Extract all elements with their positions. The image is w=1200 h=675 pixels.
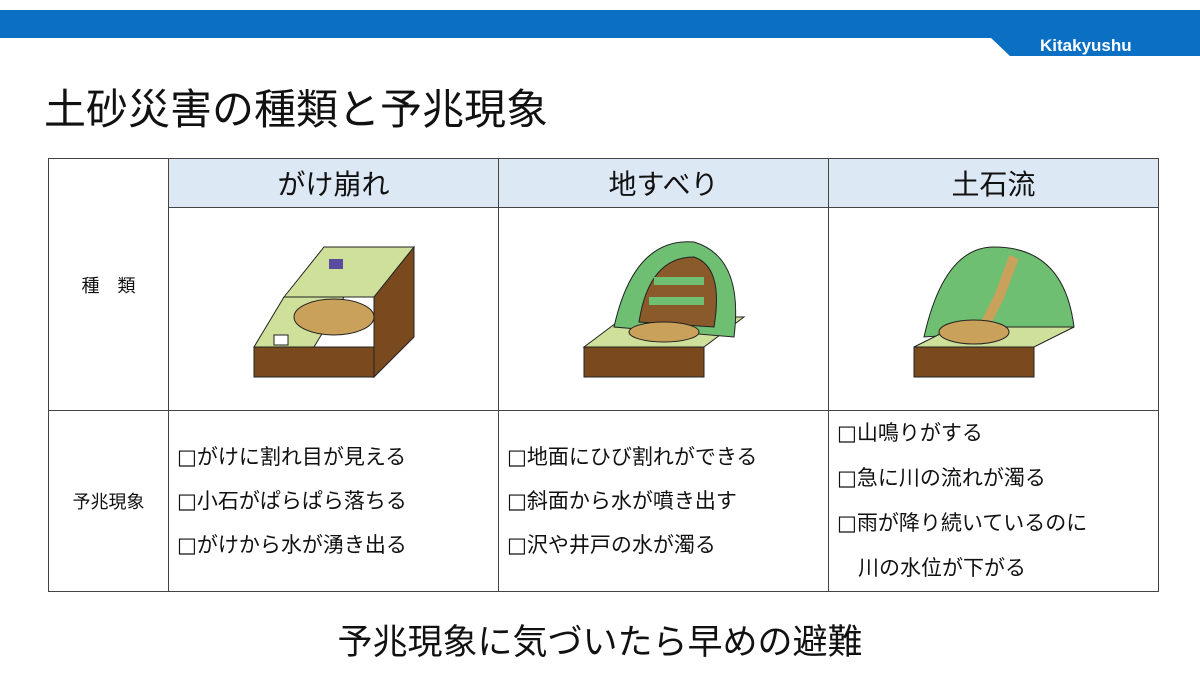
- sign-item: □急に川の流れが濁る: [837, 466, 1046, 490]
- sign-item: 川の水位が下がる: [837, 556, 1026, 580]
- row-label-signs: 予兆現象: [48, 410, 169, 592]
- sign-item: □沢や井戸の水が濁る: [507, 533, 716, 557]
- sign-item: □がけから水が湧き出る: [177, 533, 407, 557]
- sign-item: □山鳴りがする: [837, 421, 983, 445]
- sign-item: □地面にひび割れができる: [507, 445, 758, 469]
- sign-item: □小石がぱらぱら落ちる: [177, 489, 407, 513]
- page-title: 土砂災害の種類と予兆現象: [44, 85, 549, 134]
- landslide-illustration: [498, 207, 829, 411]
- row-label-type: 種 類: [48, 158, 169, 411]
- sign-item: □斜面から水が噴き出す: [507, 489, 737, 513]
- debris-flow-illustration: [828, 207, 1159, 411]
- col-header-cliff: がけ崩れ: [168, 158, 499, 208]
- evacuation-message: 予兆現象に気づいたら早めの避難: [337, 623, 863, 663]
- debris-flow-signs: □山鳴りがする □急に川の流れが濁る □雨が降り続いているのに 川の水位が下がる: [828, 410, 1159, 592]
- top-banner: [0, 10, 1200, 38]
- col-header-debris-flow: 土石流: [828, 158, 1159, 208]
- disaster-table: 種 類 がけ崩れ 地すべり 土石流 予兆現象 □がけに割れ目が見える □小石がぱ…: [48, 158, 1159, 592]
- cliff-illustration: [168, 207, 499, 411]
- brand-tab: [990, 37, 1200, 56]
- brand-label: Kitakyushu: [1040, 36, 1132, 55]
- col-header-landslide: 地すべり: [498, 158, 829, 208]
- landslide-signs: □地面にひび割れができる □斜面から水が噴き出す □沢や井戸の水が濁る: [498, 410, 829, 592]
- sign-item: □雨が降り続いているのに: [837, 511, 1088, 535]
- sign-item: □がけに割れ目が見える: [177, 445, 407, 469]
- cliff-signs: □がけに割れ目が見える □小石がぱらぱら落ちる □がけから水が湧き出る: [168, 410, 499, 592]
